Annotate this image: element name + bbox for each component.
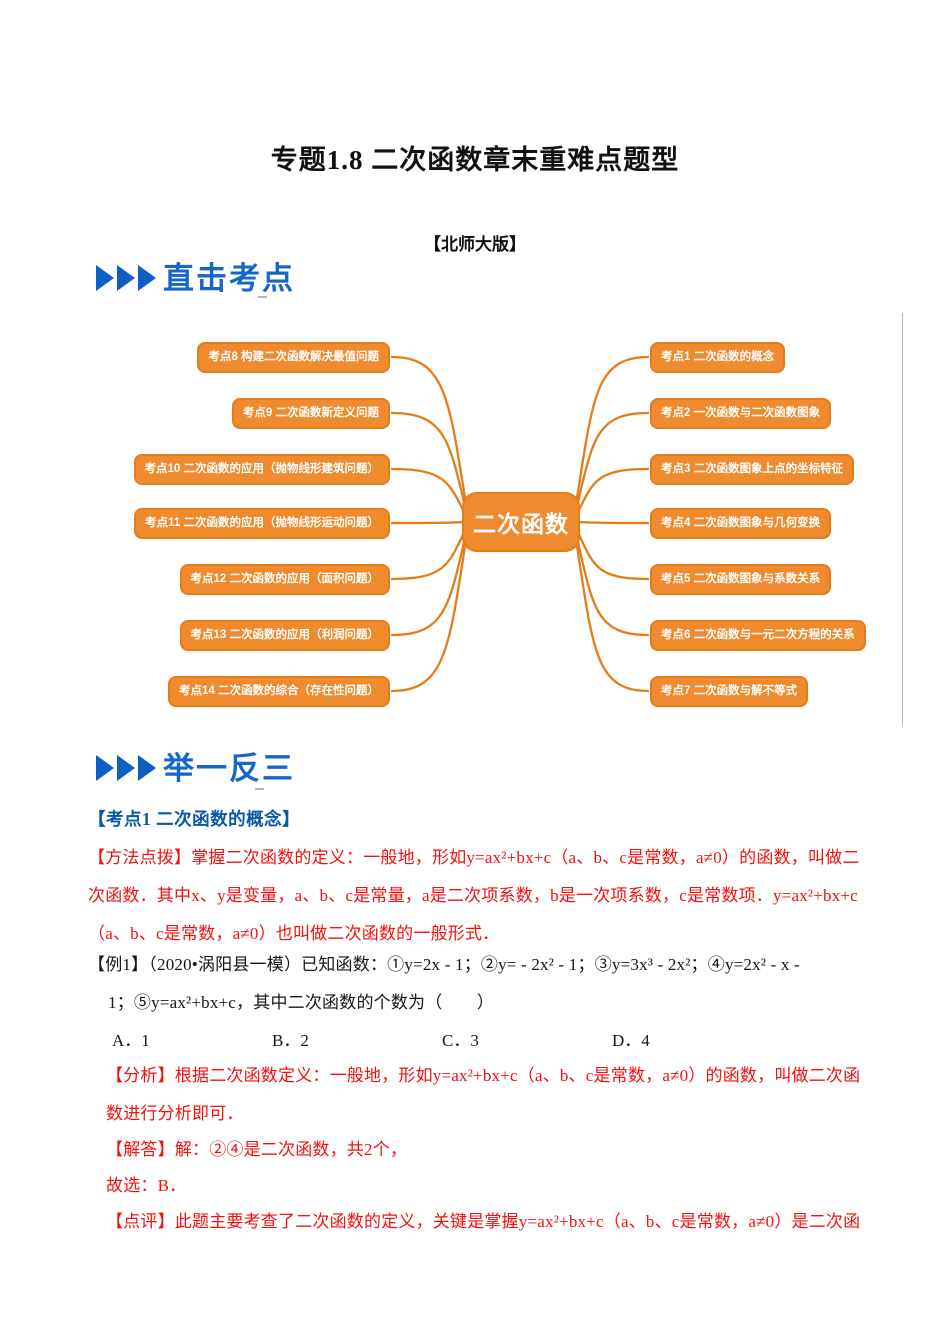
mindmap-node: 考点9 二次函数新定义问题 <box>231 398 390 429</box>
text-line: 次函数．其中x、y是变量，a、b、c是常量，a是二次项系数，b是一次项系数，c是… <box>88 886 858 905</box>
mindmap-node: 考点3 二次函数图象上点的坐标特征 <box>650 454 855 485</box>
mindmap-node: 考点5 二次函数图象与系数关系 <box>650 564 832 595</box>
mindmap-node: 考点10 二次函数的应用（抛物线形建筑问题） <box>133 454 390 485</box>
artifact-dash <box>255 788 264 790</box>
text-line: 【点评】此题主要考查了二次函数的定义，关键是掌握y=ax²+bx+c（a、b、c… <box>106 1212 861 1231</box>
mindmap-connector <box>575 520 650 525</box>
mindmap-connector <box>390 520 467 525</box>
triangle-icon <box>117 755 135 781</box>
mindmap-connector <box>390 544 467 693</box>
mindmap-node: 考点7 二次函数与解不等式 <box>650 676 809 707</box>
mindmap-connector <box>575 528 650 581</box>
artifact-dash <box>258 296 267 298</box>
mindmap-center-node: 二次函数 <box>462 492 580 552</box>
option-d: D．4 <box>612 1031 650 1050</box>
mindmap-connector <box>575 411 650 508</box>
triangle-icon <box>138 265 156 291</box>
mindmap-connector <box>390 355 467 500</box>
option-b: B．2 <box>272 1031 309 1050</box>
text-line: 【分析】根据二次函数定义：一般地，形如y=ax²+bx+c（a、b、c是常数，a… <box>106 1066 861 1085</box>
mindmap-node: 考点14 二次函数的综合（存在性问题） <box>168 676 390 707</box>
text-line: 故选：B． <box>106 1176 187 1195</box>
text-line: 【例1】（2020•涡阳县一模）已知函数：①y=2x - 1；②y= - 2x²… <box>88 955 805 974</box>
text-line: 数进行分析即可． <box>106 1104 244 1123</box>
mindmap-connector <box>390 536 467 637</box>
mindmap-connector <box>390 528 467 581</box>
mindmap: 二次函数 考点8 构建二次函数解决最值问题 考点1 二次函数的概念考点9 二次函数… <box>0 310 950 730</box>
mindmap-node: 考点8 构建二次函数解决最值问题 <box>197 342 390 373</box>
mindmap-node: 考点4 二次函数图象与几何变换 <box>650 508 832 539</box>
triangle-icon <box>138 755 156 781</box>
mindmap-connector <box>575 355 650 500</box>
option-c: C．3 <box>442 1031 479 1050</box>
triangle-icon <box>117 265 135 291</box>
text-line: （a、b、c是常数，a≠0）也叫做二次函数的一般形式． <box>88 924 500 943</box>
text-line: 【方法点拨】掌握二次函数的定义：一般地，形如y=ax²+bx+c（a、b、c是常… <box>88 848 860 867</box>
section-banner-targets: 直击考点 <box>96 258 295 298</box>
triangle-icon <box>96 755 114 781</box>
section-label-targets: 直击考点 <box>163 260 295 296</box>
mindmap-connectors <box>390 355 650 693</box>
mindmap-node: 考点6 二次函数与一元二次方程的关系 <box>650 620 866 651</box>
mindmap-connector <box>390 411 467 508</box>
page-title: 专题1.8 二次函数章末重难点题型 <box>270 145 680 175</box>
image-border-line <box>902 313 903 726</box>
mindmap-connector <box>575 467 650 516</box>
option-a: A．1 <box>112 1031 150 1050</box>
section-banner-practice: 举一反三 <box>96 748 295 788</box>
mindmap-connector <box>575 544 650 693</box>
section-label-practice: 举一反三 <box>163 750 295 786</box>
triangle-icon <box>96 265 114 291</box>
mindmap-connector <box>390 467 467 516</box>
edition-label: 【北师大版】 <box>424 235 526 254</box>
mindmap-node: 考点12 二次函数的应用（面积问题） <box>179 564 390 595</box>
mindmap-node: 考点2 一次函数与二次函数图象 <box>650 398 832 429</box>
topic-heading: 【考点1 二次函数的概念】 <box>88 809 301 829</box>
text-line: 【解答】解：②④是二次函数，共2个， <box>106 1140 408 1159</box>
mindmap-node: 考点11 二次函数的应用（抛物线形运动问题） <box>134 508 390 539</box>
mindmap-node: 考点13 二次函数的应用（利润问题） <box>179 620 390 651</box>
mindmap-node: 考点1 二次函数的概念 <box>650 342 786 373</box>
mindmap-connector <box>575 536 650 637</box>
text-line: 1；⑤y=ax²+bx+c，其中二次函数的个数为（ ） <box>108 993 495 1012</box>
